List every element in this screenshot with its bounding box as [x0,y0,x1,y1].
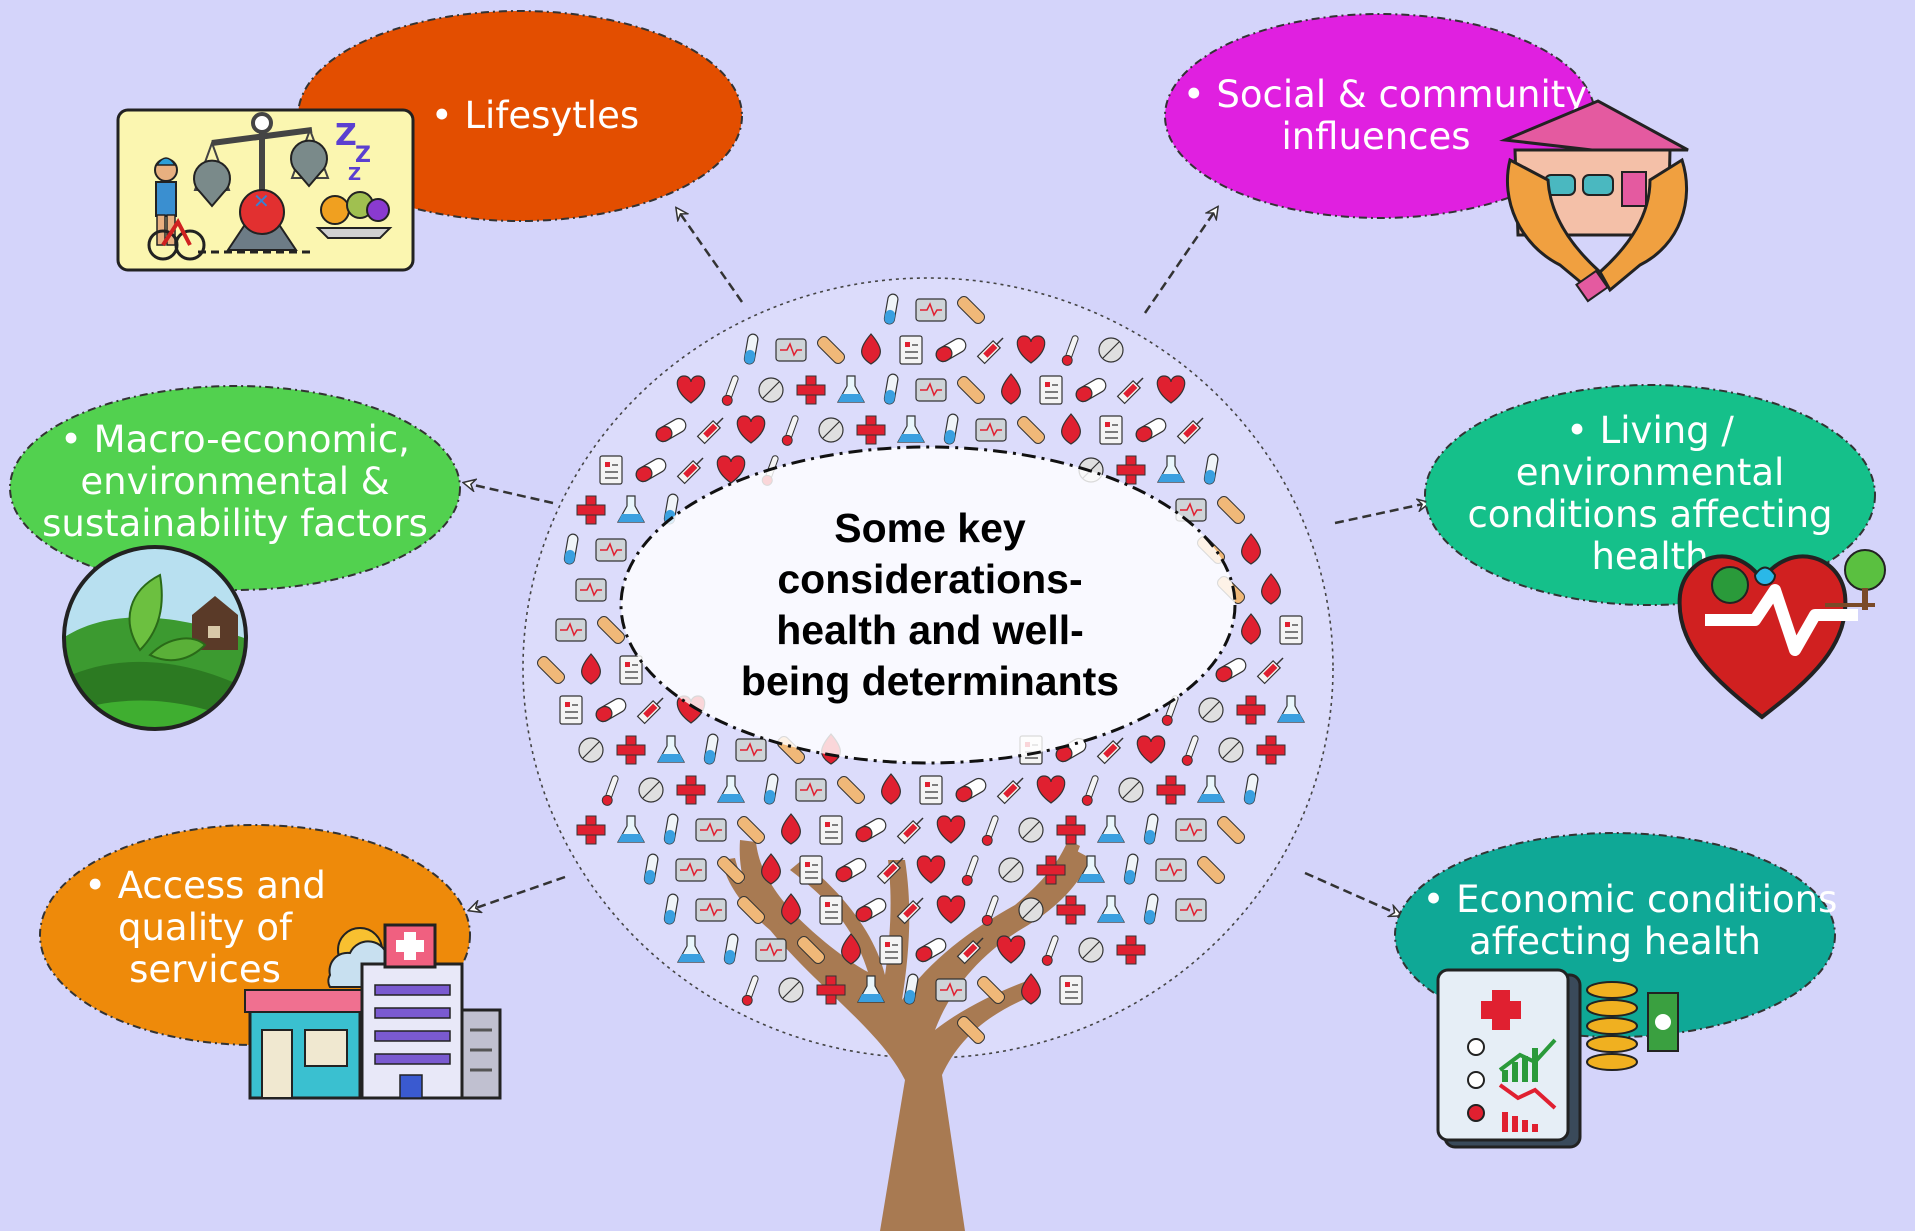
arrow-lifestyles [677,209,744,303]
svg-text:Z: Z [348,164,361,185]
heart-environment-icon [1677,549,1886,720]
svg-text:Z: Z [355,143,371,168]
access-label-line3: services [129,948,281,991]
access-label-line2: quality of [118,906,293,949]
access-label-line1: • Access and [84,864,326,907]
center-title-line4: being determinants [741,658,1119,704]
living-label-line3: conditions affecting [1467,493,1832,536]
hospital-building-icon [244,923,502,1100]
macro-label-line1: • Macro-economic, [60,418,410,461]
macro-label-line2: environmental & [80,460,389,503]
social-label-line1: • Social & community [1183,73,1587,116]
living-bubble [1424,384,1876,606]
living-label-line2: environmental [1516,451,1785,494]
svg-text:✕: ✕ [253,189,270,213]
connector-arrows [465,208,1428,915]
economic-report-icon [1436,968,1679,1149]
community-house-icon [1499,99,1689,303]
arrow-access [470,875,566,910]
center-title-line1: Some key [834,505,1026,551]
lifestyle-balance-icon: ✕ Z Z Z [116,108,415,272]
macro-bubble [9,385,461,591]
arrow-macro [465,483,554,505]
economic-label-line2: affecting health [1469,920,1761,963]
center-title-line3: health and well- [776,607,1084,653]
svg-text:Z: Z [335,118,357,153]
center-ellipse [619,445,1237,765]
living-label-line1: • Living / [1566,409,1734,452]
arrow-social [1143,208,1217,314]
medical-pattern-icon [537,293,1306,1044]
social-label-line2: influences [1281,115,1470,158]
macro-label-line3: sustainability factors [42,502,428,545]
landscape-farm-icon [62,545,248,731]
lifestyles-label: • Lifesytles [431,94,639,137]
arrow-economic [1304,871,1400,915]
center-title-line2: considerations- [777,556,1082,602]
arrow-living [1334,503,1428,525]
economic-label-line1: • Economic conditions [1423,878,1838,921]
